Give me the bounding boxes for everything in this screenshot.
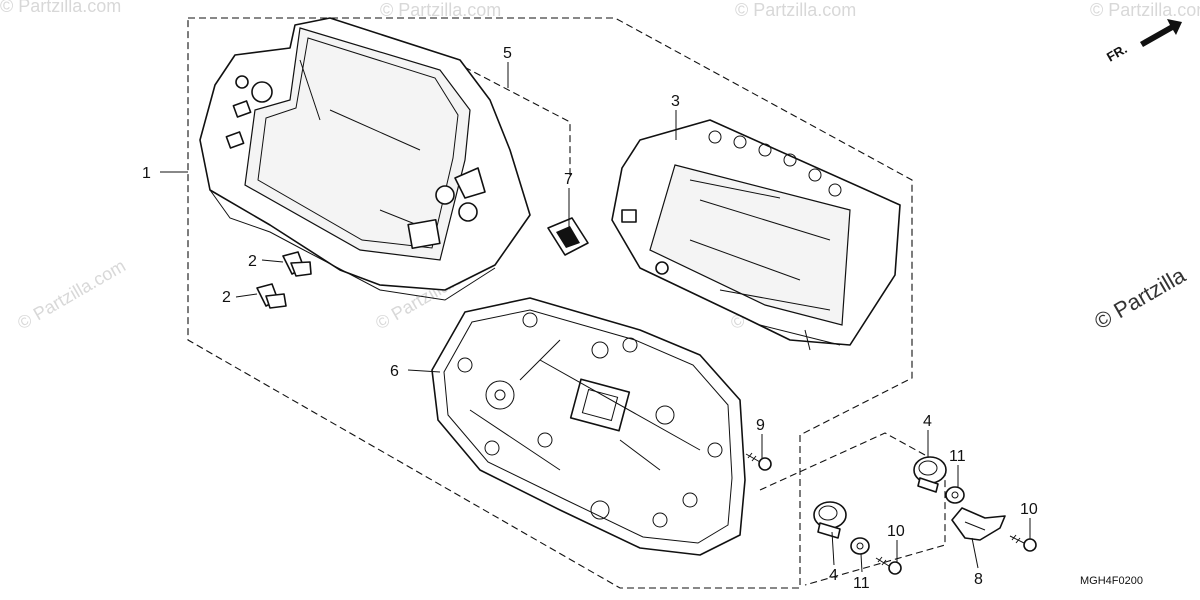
group-bracket-5: [444, 56, 571, 178]
callout-11: 11: [853, 575, 870, 592]
callout-10: 10: [887, 523, 905, 540]
callout-labels: 1 2 2 3 5 6 7 9 4 11 8 10 4 10 11: [142, 45, 1038, 592]
callout-4: 4: [829, 567, 838, 584]
callout-8: 8: [974, 571, 983, 588]
collar-lower: [850, 537, 870, 555]
callout-1: 1: [142, 165, 151, 182]
meter-case-cover: [199, 17, 531, 301]
grommet-lower: [813, 501, 847, 539]
callout-9: 9: [756, 417, 765, 434]
grommet-upper: [913, 456, 947, 493]
callout-3: 3: [671, 93, 680, 110]
callout-6: 6: [390, 363, 399, 380]
assembly-frame-main: [187, 17, 913, 589]
meter-case-housing: [431, 297, 746, 556]
callout-4: 4: [923, 413, 932, 430]
collar-upper: [945, 486, 965, 504]
callout-5: 5: [503, 45, 512, 62]
callout-11: 11: [949, 448, 966, 465]
screw-10-right: [1009, 534, 1037, 552]
callout-10: 10: [1020, 501, 1038, 518]
direction-label: FR.: [1104, 41, 1130, 64]
watermark-text: © Partzilla.com: [380, 0, 501, 20]
wire-clamp: [951, 507, 1006, 541]
diagram-code: MGH4F0200: [1080, 575, 1143, 587]
assembly-frame-sub: [759, 432, 946, 586]
watermark-text: © Partzilla.com: [735, 0, 856, 20]
callout-7: 7: [564, 171, 573, 188]
callout-2: 2: [248, 253, 257, 270]
watermark-text: © Partzilla.com: [0, 0, 121, 16]
meter-assembly: [611, 119, 901, 351]
callout-2: 2: [222, 289, 231, 306]
leader-lines: [160, 62, 1031, 573]
watermark-text: © Partzilla.com: [14, 255, 129, 333]
front-direction-indicator: FR.: [1104, 19, 1182, 65]
watermark-logo-text: © Partzilla: [1090, 262, 1190, 334]
arrow-icon: [1140, 19, 1182, 47]
bulb-sockets: [256, 251, 312, 309]
screw-9: [745, 452, 772, 471]
watermark-text: © Partzilla.com: [1090, 0, 1200, 20]
watermark-layer: © Partzilla.com © Partzilla.com © Partzi…: [0, 0, 1200, 334]
screw-10-lower: [875, 556, 902, 575]
emblem: [547, 217, 589, 256]
